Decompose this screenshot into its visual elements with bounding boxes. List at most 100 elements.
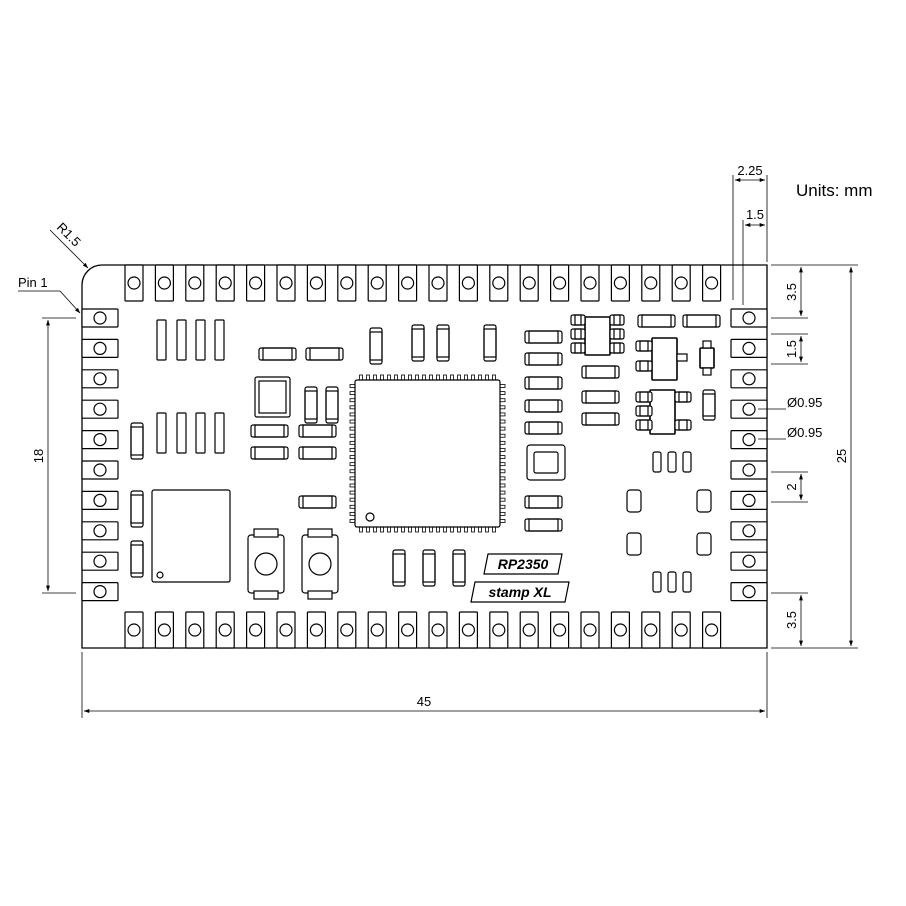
castellated-pad — [730, 490, 768, 510]
castellated-pad — [458, 611, 478, 649]
passive-component — [130, 540, 144, 578]
dim-width: 45 — [417, 694, 431, 709]
castellated-pad — [154, 264, 174, 302]
passive-component — [682, 314, 721, 328]
passive-component — [305, 347, 344, 361]
passive-component — [674, 419, 692, 431]
castellated-pad — [730, 521, 768, 541]
passive-component — [674, 391, 692, 403]
castellated-pad — [124, 611, 144, 649]
castellated-pad — [549, 264, 570, 302]
dim-pad-width: 1.5 — [746, 207, 764, 222]
castellated-pad — [428, 611, 448, 649]
passive-component — [524, 495, 563, 509]
passive-component — [130, 422, 144, 460]
castellated-pad — [306, 611, 326, 649]
passive-component — [635, 391, 653, 403]
castellated-pad — [81, 399, 119, 419]
passive-component — [298, 495, 337, 509]
crystal — [526, 444, 566, 481]
castellated-pad — [701, 611, 722, 649]
passive-component — [581, 412, 620, 426]
sot-regulator-3 — [649, 389, 676, 435]
passive-component — [130, 490, 144, 528]
castellated-pad — [337, 611, 357, 649]
passive-component — [524, 376, 563, 390]
passive-component — [411, 324, 425, 362]
castellated-pad — [671, 611, 691, 649]
passive-component — [452, 549, 466, 587]
passive-component — [250, 424, 289, 438]
passive-component — [635, 340, 653, 352]
castellated-pad — [276, 611, 296, 649]
passive-component — [524, 330, 563, 344]
castellated-pad — [276, 264, 296, 302]
passive-component — [609, 342, 625, 354]
castellated-pad — [81, 581, 119, 602]
passive-component — [422, 549, 436, 587]
dim-bottom-margin: 3.5 — [784, 611, 799, 629]
castellated-pad — [81, 490, 119, 510]
pin1-label: Pin 1 — [18, 275, 48, 290]
passive-component — [637, 314, 676, 328]
dim-corner-radius: R1.5 — [54, 220, 84, 250]
dim-height: 25 — [834, 449, 849, 463]
passive-component — [392, 549, 406, 587]
dim-pitch: 2 — [784, 483, 799, 490]
passive-component — [524, 518, 563, 532]
passive-component — [635, 405, 653, 417]
castellated-pad — [398, 611, 418, 649]
dim-hole-a: Ø0.95 — [787, 395, 822, 410]
castellated-pad — [519, 264, 539, 302]
castellated-pad — [730, 581, 768, 602]
passive-component — [258, 347, 297, 361]
mcu-rp2350 — [349, 374, 506, 533]
castellated-pad — [730, 369, 768, 389]
dimension-labels: 45 25 18 2.25 1.5 3.5 1.5 Ø0.95 Ø0.95 2 … — [18, 163, 849, 709]
castellated-pad — [246, 264, 266, 302]
dim-pad-length: 1.5 — [784, 340, 799, 358]
castellated-pad — [81, 521, 119, 541]
castellated-pad — [398, 264, 418, 302]
product-label: RP2350 stamp XL — [470, 553, 570, 603]
passive-component — [570, 342, 586, 354]
castellated-pad — [81, 430, 119, 450]
castellated-pad — [641, 611, 661, 649]
castellated-pad — [124, 264, 144, 302]
dim-pin-span: 18 — [31, 449, 46, 463]
passive-component — [524, 421, 563, 435]
diode — [699, 340, 715, 376]
sot-regulator-1 — [584, 316, 611, 356]
castellated-pad — [489, 611, 509, 649]
passive-components — [130, 314, 721, 587]
label-rp2350: RP2350 — [498, 556, 549, 572]
castellated-pad — [519, 611, 539, 649]
dimensions — [18, 175, 858, 718]
passive-component — [483, 324, 497, 362]
castellated-pad — [610, 264, 631, 302]
inductor — [254, 376, 291, 418]
castellated-pad — [81, 308, 119, 328]
passive-component — [369, 327, 383, 365]
passive-component — [304, 386, 318, 424]
castellated-pad — [730, 338, 768, 358]
castellated-pad — [730, 430, 768, 450]
castellated-pad — [154, 611, 174, 649]
castellated-pads — [81, 264, 768, 649]
flash-chip — [151, 489, 231, 583]
resistor-array-top — [156, 319, 225, 361]
dim-pad-offset: 2.25 — [737, 163, 762, 178]
dim-top-margin: 3.5 — [784, 283, 799, 301]
passive-component — [436, 324, 450, 362]
castellated-pad — [580, 611, 600, 649]
passive-component — [609, 314, 625, 326]
castellated-pad — [81, 460, 119, 480]
castellated-pad — [81, 338, 119, 358]
castellated-pad — [610, 611, 631, 649]
castellated-pad — [458, 264, 478, 302]
units-label: Units: mm — [796, 181, 873, 200]
castellated-pad — [580, 264, 600, 302]
castellated-pad — [730, 308, 768, 328]
passive-component — [298, 446, 337, 460]
